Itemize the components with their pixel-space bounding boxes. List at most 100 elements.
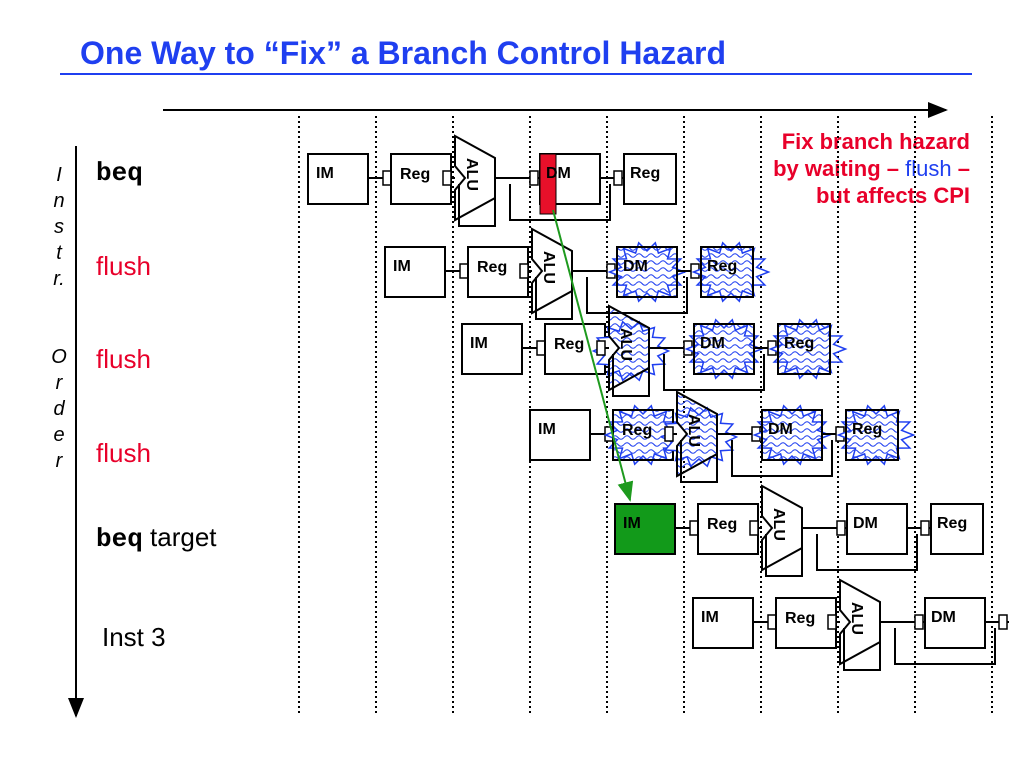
instruction-text: flush xyxy=(96,344,151,374)
axis-letter: n xyxy=(53,190,65,212)
reg-stage xyxy=(775,597,837,649)
note-flush: flush xyxy=(905,156,952,181)
connector xyxy=(458,184,496,227)
dm-label: DM xyxy=(768,421,793,438)
reg-stage xyxy=(467,246,529,298)
connector xyxy=(535,277,573,320)
alu-label: ALU xyxy=(685,414,702,447)
reg-label: Reg xyxy=(554,336,584,353)
axis-letter: O xyxy=(51,346,67,368)
connector xyxy=(894,628,996,665)
pipeline-latch xyxy=(998,614,1008,630)
connector xyxy=(765,534,803,577)
slide-title: One Way to “Fix” a Branch Control Hazard xyxy=(80,35,727,71)
connector xyxy=(586,277,688,314)
reg-writeback-stage xyxy=(700,246,754,298)
dm-label: DM xyxy=(623,258,648,275)
axis-letter: s xyxy=(54,216,64,238)
connector xyxy=(816,534,918,571)
reg-label: Reg xyxy=(477,259,507,276)
reg-label: Reg xyxy=(937,515,967,532)
axis-letter: r xyxy=(55,372,63,394)
alu-stage xyxy=(839,578,881,666)
pipeline-latch xyxy=(749,520,759,536)
instruction-opcode: beq xyxy=(96,524,143,554)
pipeline-latch xyxy=(827,614,837,630)
im-stage xyxy=(692,597,754,649)
im-label: IM xyxy=(701,609,719,626)
reg-writeback-stage xyxy=(930,503,984,555)
connector xyxy=(843,628,881,671)
pipeline-latch xyxy=(689,520,699,536)
connector xyxy=(509,184,611,221)
im-stage xyxy=(529,409,591,461)
dm-label: DM xyxy=(931,609,956,626)
im-stage xyxy=(461,323,523,375)
pipeline-latch xyxy=(536,340,546,356)
pipeline-latch xyxy=(664,426,674,442)
title-underline xyxy=(60,73,972,75)
reg-stage xyxy=(697,503,759,555)
pipeline-row: IM Reg ALU DM Reg xyxy=(614,484,984,577)
dm-stage xyxy=(761,409,823,461)
alu-stage xyxy=(608,304,650,392)
axis-letter: t xyxy=(56,242,62,264)
reg-label: Reg xyxy=(622,422,652,439)
dm-label: DM xyxy=(853,515,878,532)
alu-stage xyxy=(531,227,573,315)
dm-label: DM xyxy=(700,335,725,352)
instruction-label: flush xyxy=(96,251,151,282)
pipeline-latch xyxy=(836,520,846,536)
reg-label: Reg xyxy=(707,258,737,275)
instruction-text: flush xyxy=(96,438,151,468)
dm-stage xyxy=(693,323,755,375)
connector xyxy=(731,440,833,477)
connector xyxy=(680,440,718,483)
alu-label: ALU xyxy=(540,251,557,284)
alu-stage xyxy=(761,484,803,572)
pipeline-latch xyxy=(914,614,924,630)
pipeline-latch xyxy=(596,340,606,356)
im-label: IM xyxy=(316,165,334,182)
reg-label: Reg xyxy=(707,516,737,533)
alu-label: ALU xyxy=(617,328,634,361)
instruction-text: target xyxy=(150,522,217,552)
reg-label: Reg xyxy=(630,165,660,182)
dm-label: DM xyxy=(546,165,571,182)
instruction-text: flush xyxy=(96,251,151,281)
reg-writeback-stage xyxy=(777,323,831,375)
reg-label: Reg xyxy=(400,166,430,183)
im-label: IM xyxy=(538,421,556,438)
pipeline-latch xyxy=(920,520,930,536)
im-label: IM xyxy=(393,258,411,275)
alu-stage xyxy=(454,134,496,222)
instruction-label: beq target xyxy=(96,522,217,554)
im-stage xyxy=(614,503,676,555)
im-label: IM xyxy=(623,515,641,532)
alu-label: ALU xyxy=(770,508,787,541)
reg-label: Reg xyxy=(852,421,882,438)
axis-letter: e xyxy=(53,424,65,446)
reg-label: Reg xyxy=(784,335,814,352)
pipeline-latch xyxy=(382,170,392,186)
hazard-note: Fix branch hazard by waiting – flush – b… xyxy=(770,128,970,209)
axis-letter: I xyxy=(56,164,62,186)
pipeline-row: IM Reg ALU DM Reg xyxy=(461,304,848,397)
reg-writeback-stage xyxy=(623,153,677,205)
branch-resolve-marker xyxy=(539,153,557,215)
pipeline-latch xyxy=(459,263,469,279)
reg-writeback-stage xyxy=(845,409,899,461)
alu-label: ALU xyxy=(848,602,865,635)
instruction-opcode: beq xyxy=(96,158,143,188)
pipeline-row: IM Reg ALU DM Reg xyxy=(529,390,916,483)
note-text: – but affects CPI xyxy=(815,156,970,208)
instruction-text: Inst 3 xyxy=(102,622,166,652)
dm-stage xyxy=(616,246,678,298)
instruction-label: beq xyxy=(96,156,143,188)
im-label: IM xyxy=(470,335,488,352)
pipeline-latch xyxy=(442,170,452,186)
instruction-label: flush xyxy=(96,344,151,375)
